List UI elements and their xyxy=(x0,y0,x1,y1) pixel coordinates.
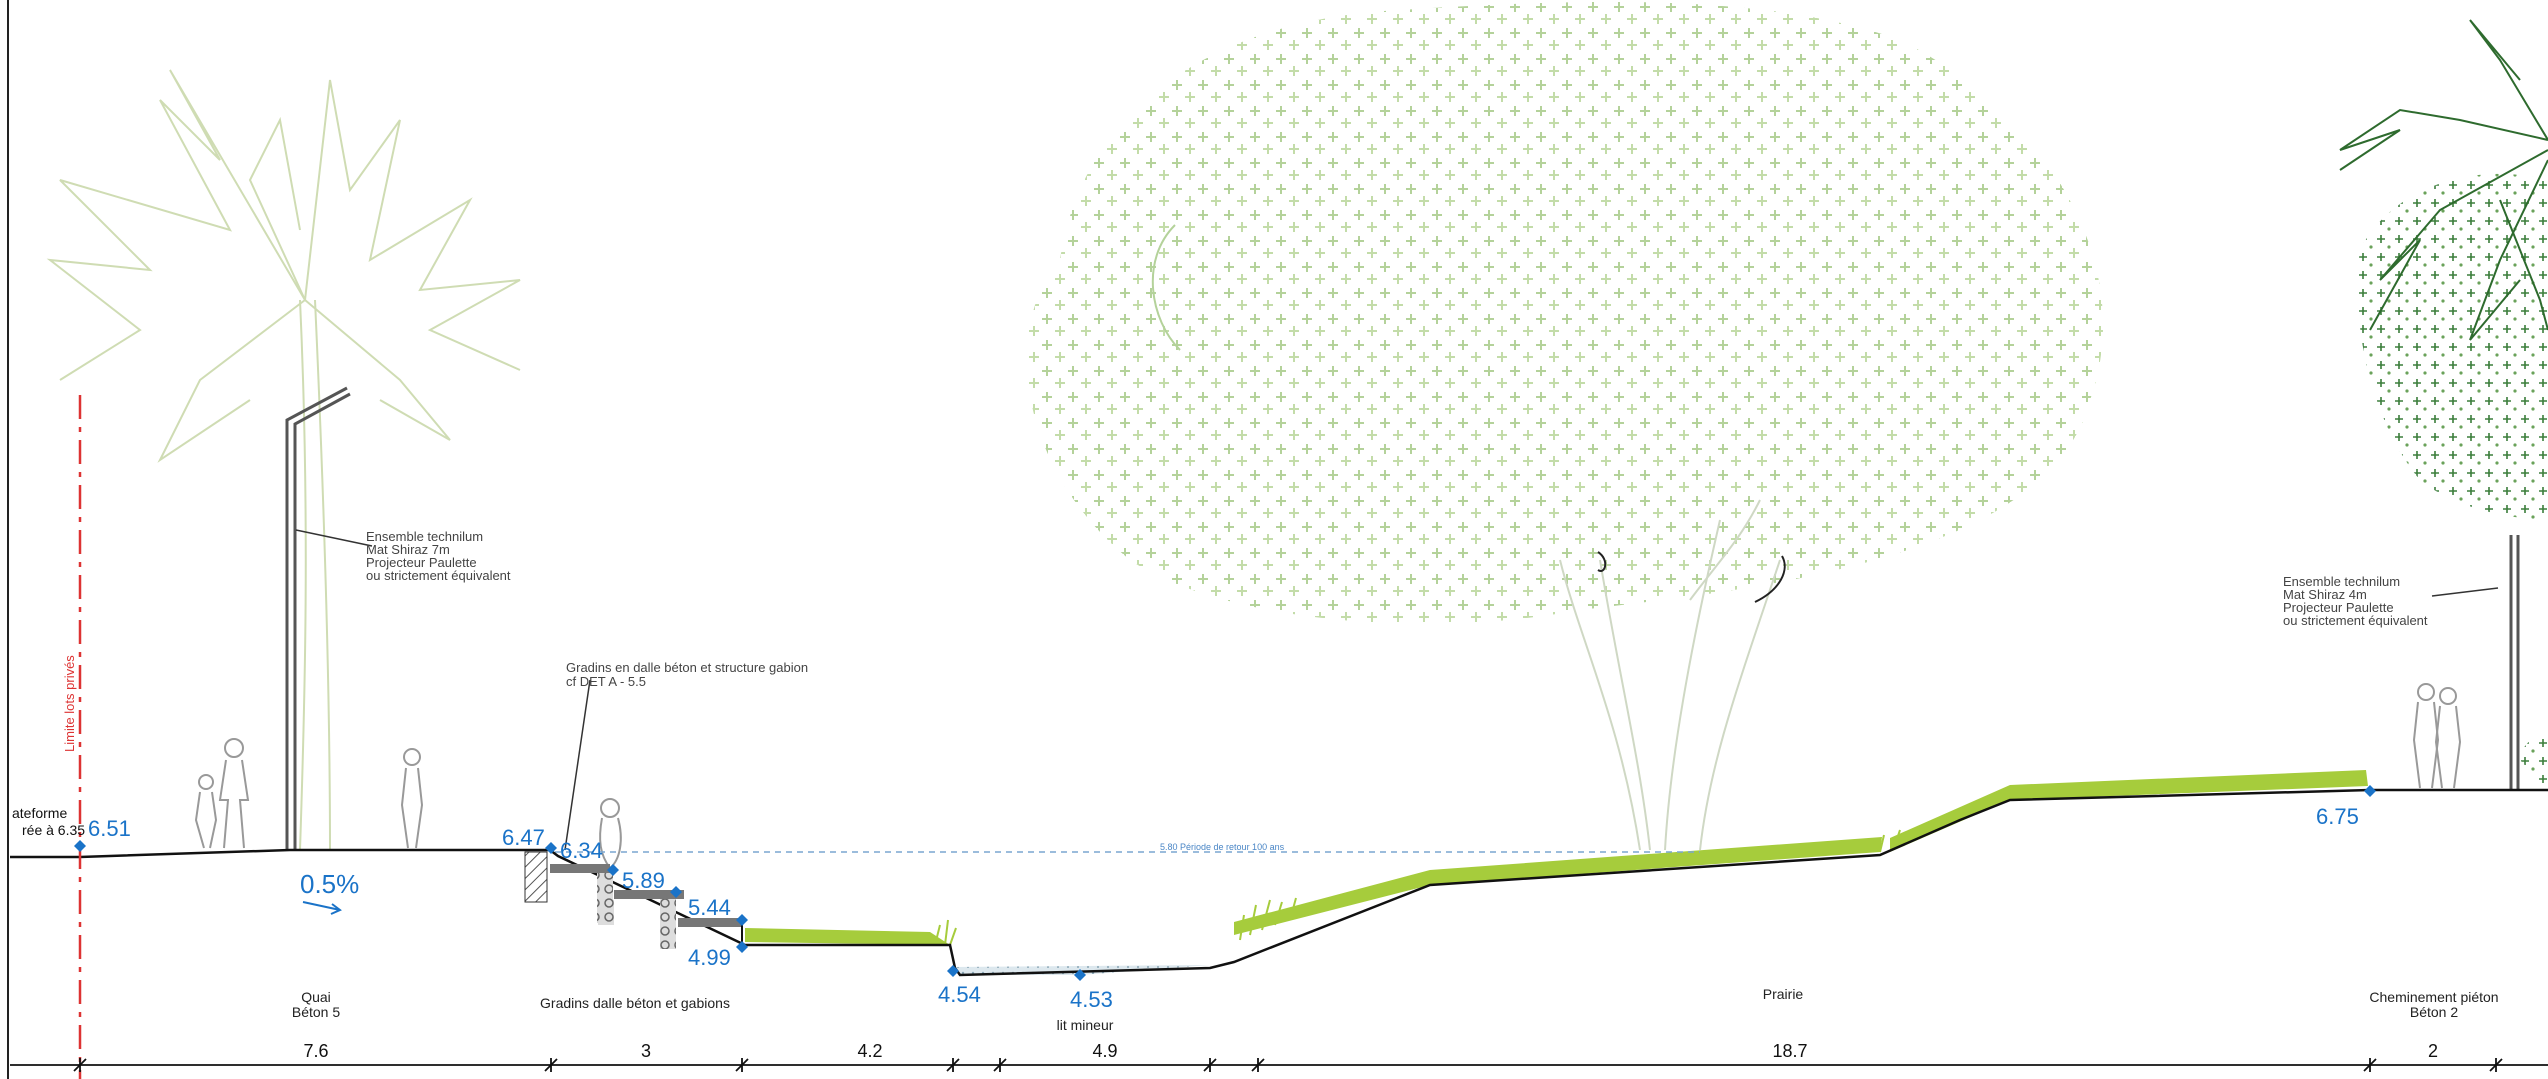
plateforme-line-2: rée à 6.35 xyxy=(22,822,85,838)
note-line: Gradins en dalle béton et structure gabi… xyxy=(566,660,808,675)
dimension-chain: 7.6 3 4.2 4.9 18.7 2 xyxy=(10,1041,2548,1072)
note-line: ou strictement équivalent xyxy=(366,568,511,583)
palm-tree-left xyxy=(46,69,521,851)
dimension-label: 2 xyxy=(2428,1041,2438,1061)
note-line: Mat Shiraz 7m xyxy=(366,542,450,557)
zone-cheminement: Cheminement piéton xyxy=(2369,989,2498,1005)
zone-lit-mineur: lit mineur xyxy=(1057,1017,1114,1033)
note-line: Mat Shiraz 4m xyxy=(2283,587,2367,602)
dimension-label: 18.7 xyxy=(1772,1041,1807,1061)
zone-labels: Quai Béton 5 Gradins dalle béton et gabi… xyxy=(292,986,2499,1033)
elevation-marker xyxy=(2364,785,2376,797)
dimension-label: 7.6 xyxy=(303,1041,328,1061)
ground-profile xyxy=(10,788,2548,977)
elevation-label: 6.51 xyxy=(88,816,131,841)
elevation-label: 4.54 xyxy=(938,982,981,1007)
elevation-marker xyxy=(1074,969,1086,981)
elevation-marker xyxy=(545,842,557,854)
zone-gradins: Gradins dalle béton et gabions xyxy=(540,995,730,1011)
elevation-markers xyxy=(74,785,2376,981)
elevation-label: 5.89 xyxy=(622,868,665,893)
gradins-steps xyxy=(524,851,743,949)
elevation-marker xyxy=(670,886,682,898)
zone-quai: Quai xyxy=(301,989,331,1005)
limit-label: Limite lots privés xyxy=(62,655,77,752)
dimension-label: 4.9 xyxy=(1092,1041,1117,1061)
dimension-label: 4.2 xyxy=(857,1041,882,1061)
flood-line-label: 5.80 Période de retour 100 ans xyxy=(1160,842,1285,852)
lamp-post-right xyxy=(2509,535,2520,790)
lamp-left-leader xyxy=(295,529,373,547)
note-line: ou strictement équivalent xyxy=(2283,613,2428,628)
elevation-labels: 6.51 6.47 6.34 5.89 5.44 4.99 4.54 4.53 … xyxy=(88,804,2359,1012)
zone-prairie: Prairie xyxy=(1763,986,1804,1002)
elevation-marker xyxy=(736,941,748,953)
elevation-label: 6.34 xyxy=(560,838,603,863)
note-line: Ensemble technilum xyxy=(366,529,483,544)
lamp-post-left xyxy=(285,386,351,850)
slope-label: 0.5% xyxy=(300,869,359,899)
large-tree xyxy=(1026,1,2104,851)
gradins-leader xyxy=(564,679,591,851)
zone-cheminement-beton: Béton 2 xyxy=(2410,1004,2458,1020)
note-line: Ensemble technilum xyxy=(2283,574,2400,589)
elevation-marker xyxy=(607,864,619,876)
elevation-marker xyxy=(74,840,86,852)
plateforme-line-1: ateforme xyxy=(12,805,67,821)
elevation-label: 4.53 xyxy=(1070,987,1113,1012)
palm-tree-right xyxy=(2339,19,2548,790)
dimension-label: 3 xyxy=(641,1041,651,1061)
elevation-label: 6.75 xyxy=(2316,804,2359,829)
elevation-label: 5.44 xyxy=(688,895,731,920)
grass-bands xyxy=(745,770,2368,945)
lamp-left-note: Ensemble technilum Mat Shiraz 7m Project… xyxy=(366,529,511,583)
lamp-right-leader xyxy=(2431,587,2499,597)
note-line: cf DET A - 5.5 xyxy=(566,674,646,689)
lamp-right-note: Ensemble technilum Mat Shiraz 4m Project… xyxy=(2283,574,2428,628)
branch-sketch xyxy=(1754,555,1786,603)
note-line: Projecteur Paulette xyxy=(366,555,477,570)
elevation-marker xyxy=(736,914,748,926)
grass-strokes xyxy=(934,829,1901,946)
note-line: Projecteur Paulette xyxy=(2283,600,2394,615)
elevation-marker xyxy=(947,965,959,977)
zone-quai-beton: Béton 5 xyxy=(292,1004,340,1020)
gradins-note: Gradins en dalle béton et structure gabi… xyxy=(566,660,808,689)
elevation-label: 6.47 xyxy=(502,825,545,850)
elevation-label: 4.99 xyxy=(688,945,731,970)
slope-arrow xyxy=(302,901,342,915)
